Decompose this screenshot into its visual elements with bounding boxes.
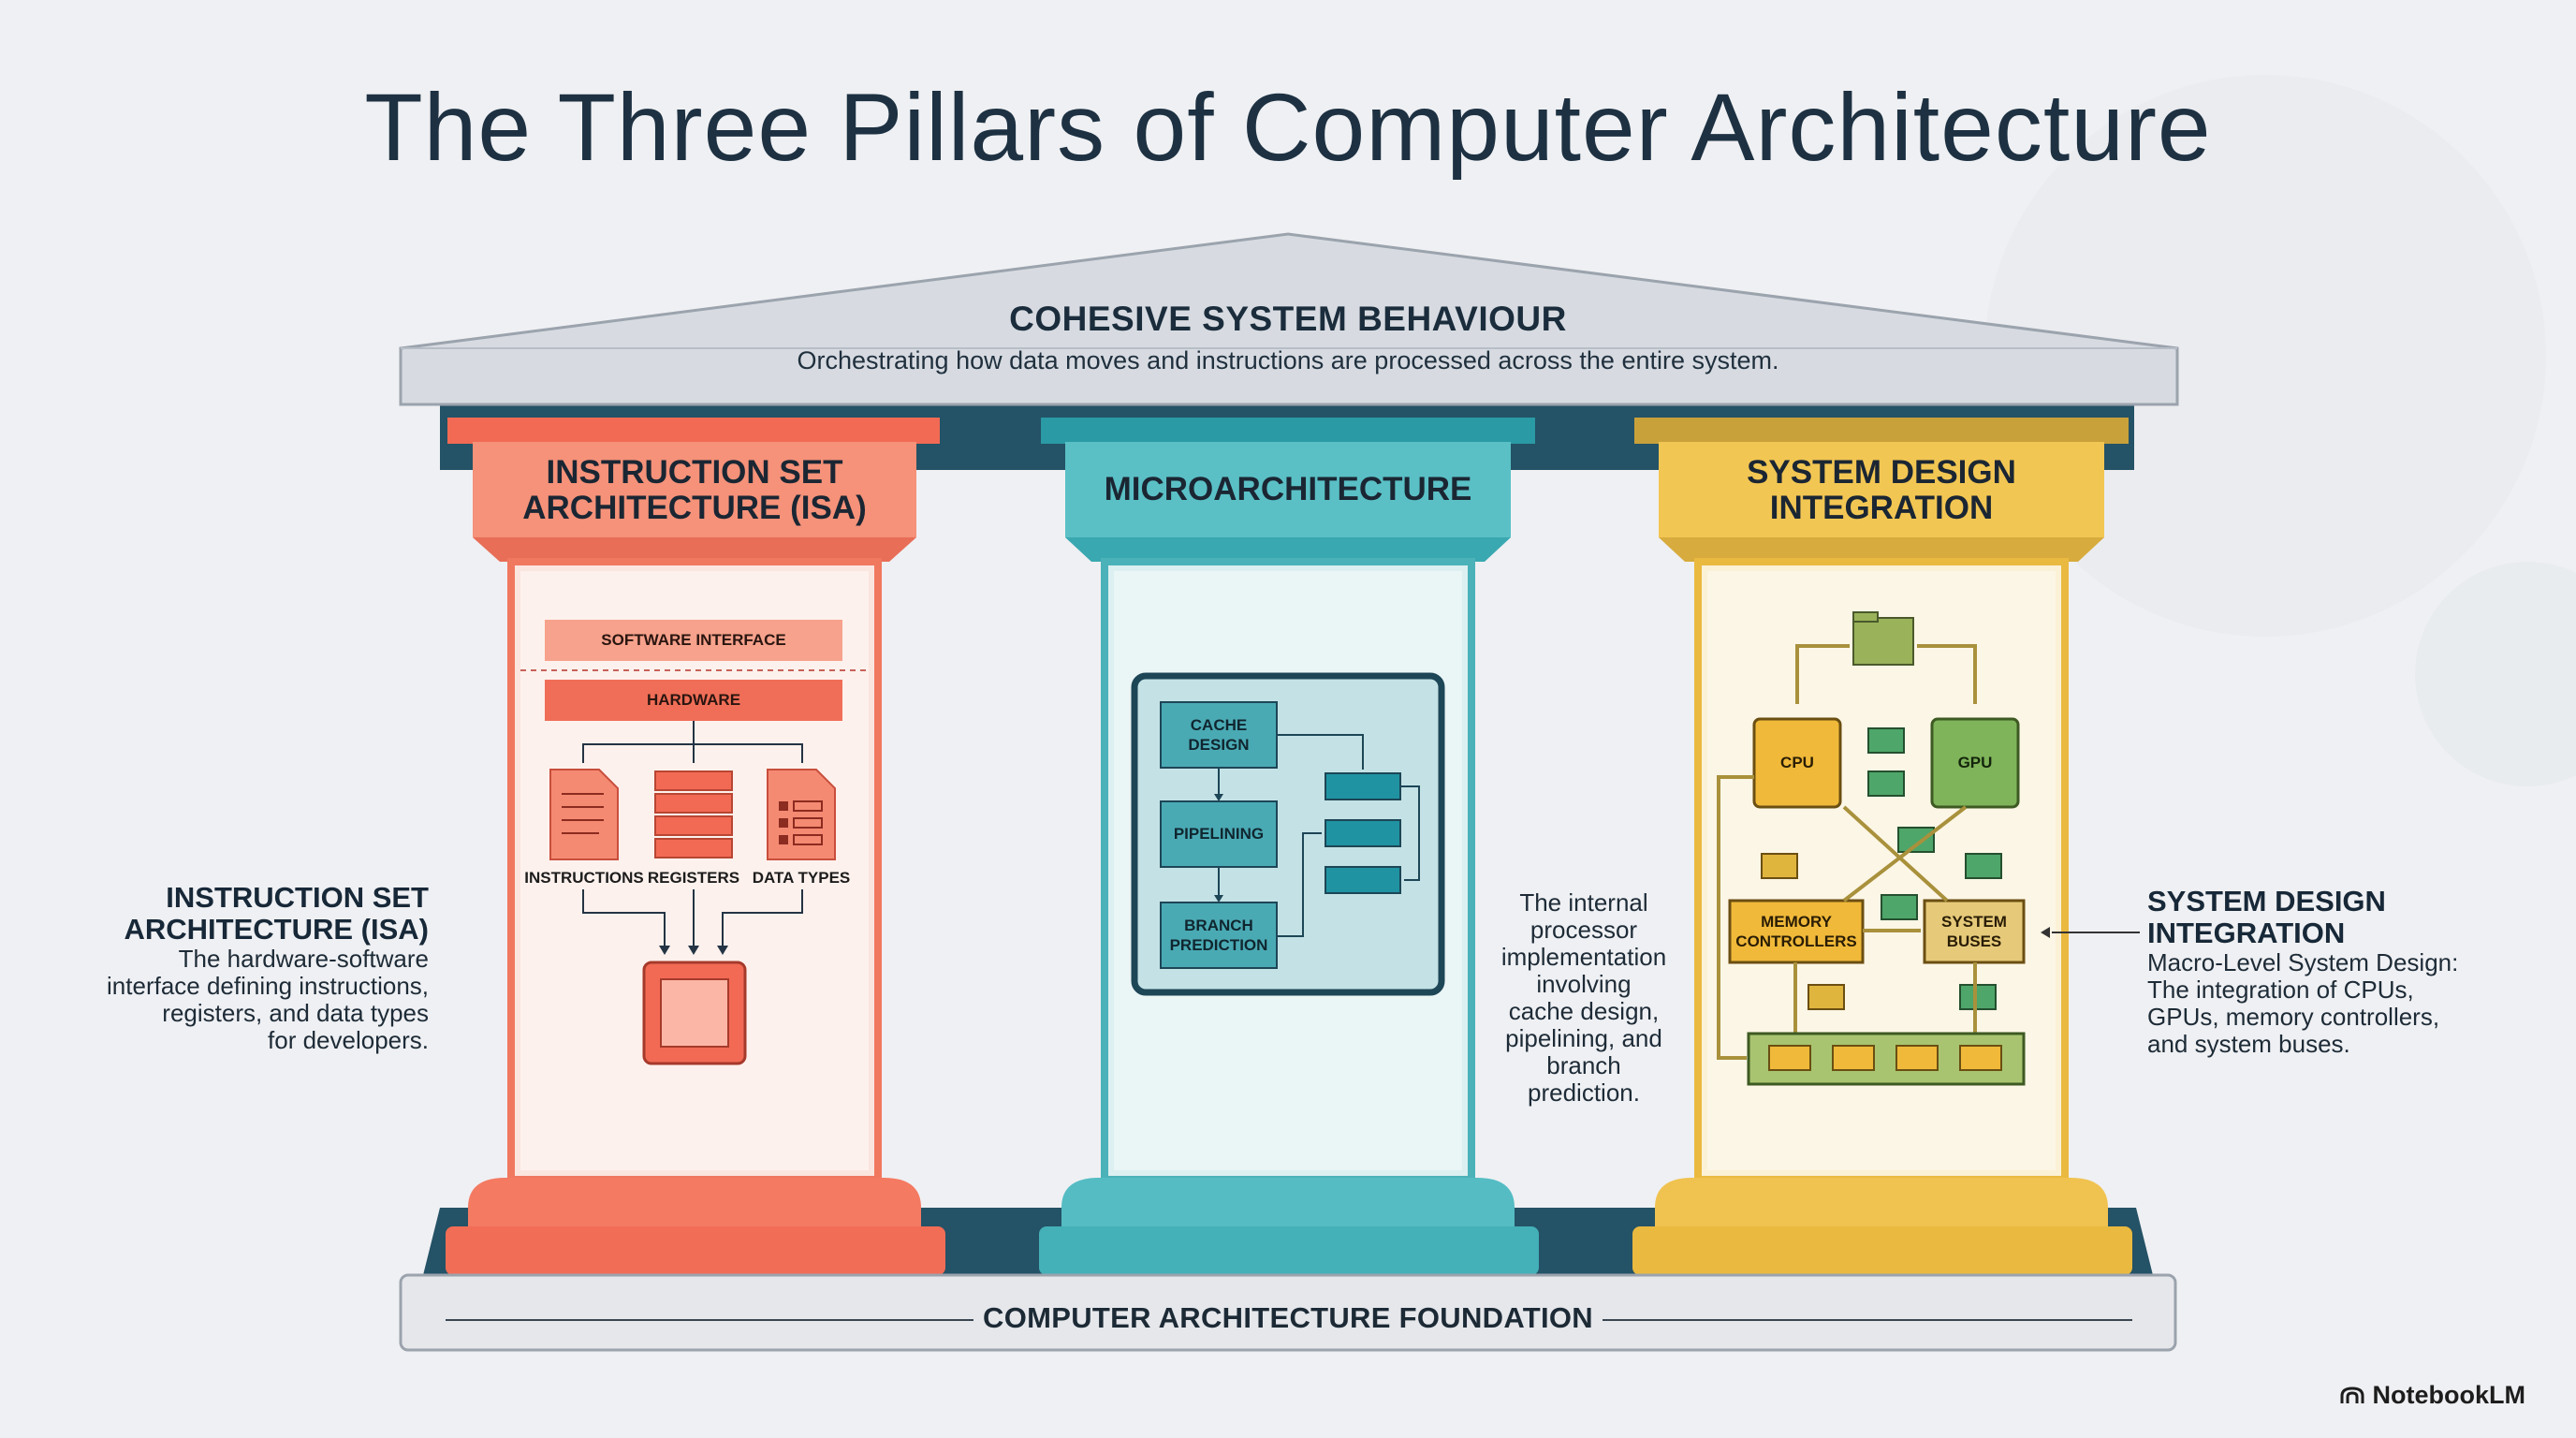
arrowhead (1214, 794, 1223, 801)
arrowhead (688, 946, 699, 955)
micro-capital-top (1041, 418, 1535, 444)
micro-annotation: The internal processor implementation in… (1500, 888, 1667, 1107)
system-capital (1659, 442, 2104, 537)
branch-prediction-box (1160, 902, 1278, 969)
isa-base-lower (446, 1226, 945, 1275)
pillar-isa (446, 418, 945, 1275)
data-types-label: DATA TYPES (752, 869, 851, 887)
isa-capital (473, 442, 916, 537)
micro-capital-bottom (1065, 537, 1511, 562)
isa-capital-label: INSTRUCTION SET ARCHITECTURE (ISA) (522, 454, 867, 526)
pipelining-box (1160, 800, 1278, 868)
processor-chip-icon (642, 961, 747, 1065)
software-interface-box (545, 620, 842, 661)
pillar-system (1632, 418, 2132, 1275)
system-capital-label: SYSTEM DESIGN INTEGRATION (1747, 454, 2016, 526)
notebooklm-badge: NotebookLM (2339, 1381, 2525, 1410)
hardware-label: HARDWARE (646, 691, 741, 709)
pipeline-stage (1325, 866, 1401, 894)
gpu-label: GPU (1957, 754, 1993, 771)
system-capital-bottom (1659, 537, 2104, 562)
isa-capital-top (447, 418, 940, 444)
system-base-lower (1632, 1226, 2132, 1275)
bg-decoration (2415, 562, 2576, 786)
arrowhead (1214, 895, 1223, 902)
micro-base-upper (1061, 1178, 1515, 1228)
cache-design-label: CACHE DESIGN (1188, 716, 1250, 754)
flow-arrow (1400, 785, 1420, 881)
micro-capital (1065, 442, 1511, 537)
pipelining-label: PIPELINING (1173, 825, 1265, 843)
system-link (1795, 644, 1977, 704)
badge-label: NotebookLM (2372, 1381, 2525, 1409)
flow-arrow (1277, 734, 1364, 770)
system-link (1717, 775, 1977, 1060)
foundation-label: COMPUTER ARCHITECTURE FOUNDATION (983, 1301, 1593, 1334)
arrowhead (659, 946, 670, 955)
cache-design-box (1160, 701, 1278, 769)
flow-arrow (1277, 832, 1322, 937)
instructions-label: INSTRUCTIONS (524, 869, 644, 887)
envelope-icon (1761, 727, 2002, 1010)
cpu-label: CPU (1780, 754, 1814, 771)
chip-connectors (582, 889, 803, 947)
micro-capital-label: MICROARCHITECTURE (1104, 471, 1472, 507)
system-buses-box (1923, 899, 2026, 964)
branch-prediction-label: BRANCH PREDICTION (1169, 917, 1268, 954)
cpu-chip-icon (1752, 717, 1842, 809)
bg-decoration (1984, 75, 2546, 637)
hardware-connectors (582, 721, 803, 763)
folder-icon (1852, 611, 1914, 666)
system-annotation: SYSTEM DESIGN INTEGRATION Macro-Level Sy… (2147, 885, 2459, 1058)
instructions-icon (549, 769, 619, 860)
registers-label: REGISTERS (647, 869, 740, 887)
memory-module-icon (1747, 1032, 2026, 1086)
software-interface-label: SOFTWARE INTERFACE (601, 631, 786, 649)
isa-capital-bottom (473, 537, 916, 562)
notebooklm-logo-icon (2340, 1386, 2364, 1403)
page-title: The Three Pillars of Computer Architectu… (364, 74, 2212, 181)
data-types-icon (767, 769, 836, 860)
pillar-micro (1039, 418, 1539, 1275)
isa-annotation: INSTRUCTION SET ARCHITECTURE (ISA) The h… (107, 881, 429, 1054)
pediment (399, 232, 2179, 406)
system-buses-label: SYSTEM BUSES (1941, 913, 2007, 950)
system-capital-top (1634, 418, 2129, 444)
arrowhead (717, 946, 728, 955)
foundation-slab (399, 1273, 2177, 1352)
micro-base-lower (1039, 1226, 1539, 1275)
system-base-upper (1655, 1178, 2108, 1228)
registers-icon (654, 770, 733, 858)
hardware-box (545, 680, 842, 721)
pipeline-stage (1325, 819, 1401, 847)
arrowhead (2041, 927, 2050, 938)
memory-controllers-label: MEMORY CONTROLLERS (1735, 913, 1857, 950)
isa-base-upper (468, 1178, 921, 1228)
gpu-chip-icon (1930, 717, 2020, 809)
memory-controllers-box (1728, 899, 1865, 964)
pediment-title: COHESIVE SYSTEM BEHAVIOUR (1009, 300, 1567, 338)
pediment-subtitle: Orchestrating how data moves and instruc… (797, 346, 1779, 374)
pipeline-stage (1325, 772, 1401, 800)
